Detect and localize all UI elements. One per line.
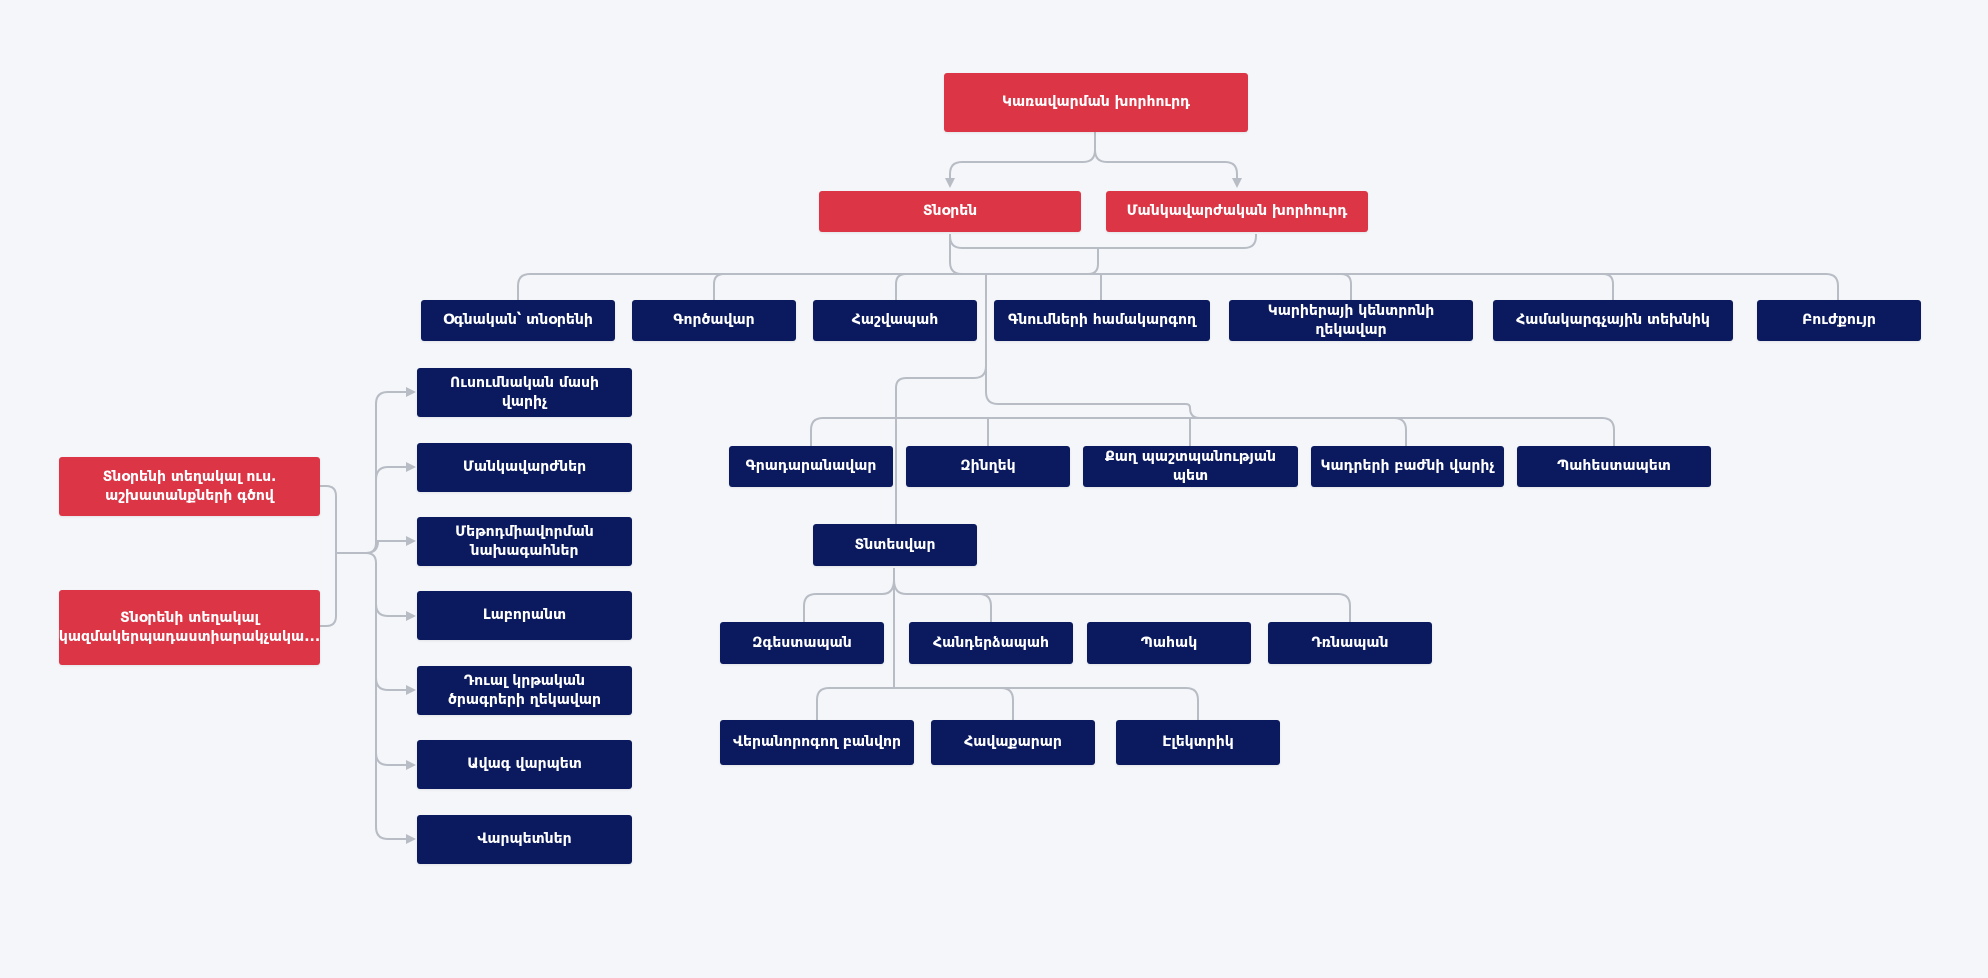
node-teachers[interactable]: Մանկավարժներ	[417, 443, 632, 492]
node-watchman[interactable]: Պահակ	[1087, 622, 1251, 664]
node-accountant[interactable]: Հաշվապահ	[813, 300, 977, 341]
node-head-of-studies[interactable]: Ուսումնական մասի վարիչ	[417, 368, 632, 417]
node-label: Բուժքույր	[1802, 312, 1876, 328]
node-label: Տնօրենի տեղակալ կազմակերպադաստիարակչակա.…	[58, 609, 321, 645]
connector-left-column	[365, 387, 416, 554]
node-label: Դուալ կրթական ծրագրերի ղեկավար	[447, 672, 601, 708]
connector-row3	[985, 366, 1201, 419]
node-dual-education-head[interactable]: Դուալ կրթական ծրագրերի ղեկավար	[417, 666, 632, 715]
node-label: Հանդերձապահ	[933, 634, 1049, 651]
node-label: Մեթոդմիավորման նախագահներ	[455, 523, 594, 559]
node-label: Ուսումնական մասի վարիչ	[450, 374, 599, 410]
connector-row3	[1393, 417, 1407, 446]
node-career-center-head[interactable]: Կարիերայի կենտրոնի ղեկավար	[1229, 300, 1473, 341]
node-label: Դռնապան	[1311, 634, 1389, 651]
connector-left-column	[365, 536, 416, 554]
node-label: Հավաքարար	[964, 734, 1062, 750]
node-label: Գնումների համակարգող	[1008, 312, 1196, 328]
connector-row2	[517, 273, 1839, 300]
node-housekeeper[interactable]: Տնտեսվար	[813, 524, 977, 566]
connector-row2	[713, 273, 725, 300]
node-librarian[interactable]: Գրադարանավար	[729, 446, 893, 487]
connector-left-column	[365, 552, 416, 621]
node-label: Զգեստապան	[752, 634, 852, 651]
node-label: Գործավար	[673, 312, 755, 328]
node-repair-worker[interactable]: Վերանորոգող բանվոր	[720, 720, 914, 765]
connector-board	[1094, 132, 1242, 188]
connector-row2	[1602, 273, 1614, 300]
connector-row2	[895, 273, 907, 300]
node-cleaner[interactable]: Հավաքարար	[931, 720, 1095, 765]
node-military-instructor[interactable]: Զինղեկ	[906, 446, 1070, 487]
node-label: Էլեկտրիկ	[1162, 734, 1234, 750]
connector-deputies	[320, 485, 337, 627]
node-label: Տնօրեն	[922, 203, 978, 219]
node-label: Կառավարման խորհուրդ	[1001, 94, 1191, 110]
node-label: Ավագ վարպետ	[467, 756, 582, 772]
node-label: Պահակ	[1140, 634, 1198, 651]
connector-board	[945, 132, 1096, 188]
node-label: Տնտեսվար	[854, 536, 936, 553]
connector-row3	[810, 417, 1615, 446]
node-label: Հաշվապահ	[851, 312, 939, 328]
node-label: Վարպետներ	[477, 831, 572, 847]
node-janitor[interactable]: Դռնապան	[1268, 622, 1432, 664]
connector-director	[949, 234, 1099, 275]
node-director[interactable]: Տնօրեն	[819, 191, 1081, 232]
node-deputy-educational[interactable]: Տնօրենի տեղակալ ուս. աշխատանքների գծով	[59, 457, 320, 516]
node-foremen[interactable]: Վարպետներ	[417, 815, 632, 864]
node-electrician[interactable]: Էլեկտրիկ	[1116, 720, 1280, 765]
node-label: Վերանորոգող բանվոր	[733, 734, 901, 750]
connector-row4	[978, 593, 992, 622]
node-label: Քաղ պաշտպանության պետ	[1105, 448, 1276, 484]
connector-director	[949, 234, 1257, 249]
node-methodologists[interactable]: Մեթոդմիավորման նախագահներ	[417, 517, 632, 566]
connector-left-column	[375, 753, 416, 844]
connector-row4	[893, 579, 1351, 622]
node-office-manager[interactable]: Գործավար	[632, 300, 796, 341]
node-garderobe[interactable]: Զգեստապան	[720, 622, 884, 664]
node-it-technician[interactable]: Համակարգչային տեխնիկ	[1493, 300, 1733, 341]
node-label: Մանկավարժներ	[462, 459, 587, 475]
node-senior-foreman[interactable]: Ավագ վարպետ	[417, 740, 632, 789]
node-cloakroom-attendant[interactable]: Հանդերձապահ	[909, 622, 1073, 664]
node-label: Գրադարանավար	[745, 458, 877, 474]
node-pedagogical-council[interactable]: Մանկավարժական խորհուրդ	[1106, 191, 1368, 232]
node-lab-assistant[interactable]: Լաբորանտ	[417, 591, 632, 640]
connector-left-column	[375, 678, 416, 770]
connector-row5	[816, 687, 1199, 720]
node-label: Պահեստապետ	[1557, 458, 1671, 474]
node-civil-defense-head[interactable]: Քաղ պաշտպանության պետ	[1083, 446, 1298, 487]
node-label: Համակարգչային տեխնիկ	[1516, 312, 1710, 328]
connector-row2	[1340, 273, 1352, 300]
node-label: Տնօրենի տեղակալ ուս. աշխատանքների գծով	[102, 468, 277, 504]
node-assistant-director[interactable]: Օգնական՝ տնօրենի	[421, 300, 615, 341]
node-label: Կադրերի բաժնի վարիչ	[1320, 458, 1495, 474]
node-label: Կարիերայի կենտրոնի ղեկավար	[1267, 302, 1435, 338]
node-label: Օգնական՝ տնօրենի	[443, 312, 593, 328]
node-label: Զինղեկ	[960, 458, 1016, 474]
node-deputy-organizational[interactable]: Տնօրենի տեղակալ կազմակերպադաստիարակչակա.…	[59, 590, 320, 665]
node-procurement-coordinator[interactable]: Գնումների համակարգող	[994, 300, 1210, 341]
node-label: Լաբորանտ	[482, 607, 567, 623]
connector-left-column	[375, 462, 416, 481]
node-label: Մանկավարժական խորհուրդ	[1126, 203, 1348, 219]
node-guard-chief[interactable]: Պահեստապետ	[1517, 446, 1711, 487]
node-hr-head[interactable]: Կադրերի բաժնի վարիչ	[1311, 446, 1504, 487]
node-nurse[interactable]: Բուժքույր	[1757, 300, 1921, 341]
connector-row5	[1000, 687, 1014, 720]
connector-row4	[803, 568, 895, 622]
node-board[interactable]: Կառավարման խորհուրդ	[944, 73, 1248, 132]
